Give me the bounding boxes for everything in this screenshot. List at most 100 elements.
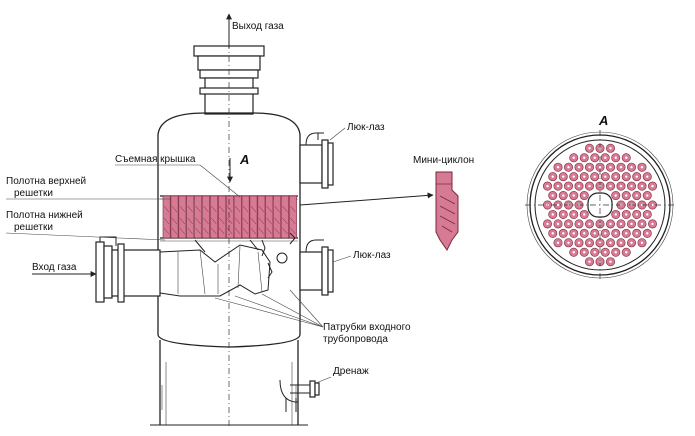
section-cyclone-core xyxy=(583,156,586,159)
cyclone-tube xyxy=(233,195,242,239)
section-cyclone-core xyxy=(598,166,602,169)
section-cyclone-core xyxy=(646,175,649,178)
section-cyclone-core xyxy=(625,232,628,235)
section-cyclone-core xyxy=(651,203,654,207)
cyclone-tube xyxy=(257,195,266,239)
section-cyclone-core xyxy=(572,232,575,235)
section-cyclone-core xyxy=(625,194,628,197)
upper-grid-label-1: Полотна верхней xyxy=(6,176,86,187)
section-cyclone-core xyxy=(651,184,654,188)
section-cyclone-core xyxy=(630,166,633,169)
cyclone-swirl xyxy=(203,205,209,235)
support-details xyxy=(261,232,296,279)
section-cyclone-core xyxy=(556,184,560,188)
cyclone-swirl xyxy=(242,205,249,235)
section-cyclone-core xyxy=(556,203,560,207)
section-cyclone-core xyxy=(562,194,565,197)
section-cyclone-core xyxy=(609,222,612,226)
section-cyclone-core xyxy=(614,251,617,254)
section-cyclone-core xyxy=(609,184,612,188)
section-cyclone-core xyxy=(604,156,607,159)
section-cyclone-core xyxy=(619,241,623,244)
lower-grid-label-2: решетки xyxy=(14,222,53,233)
cyclone-tube xyxy=(225,195,234,239)
section-cyclone-core xyxy=(614,175,617,178)
drain-label: Дренаж xyxy=(333,366,369,377)
section-cyclone-core xyxy=(567,241,570,244)
lower-grid-label-1: Полотна нижней xyxy=(6,210,83,221)
section-cyclone-core xyxy=(640,184,644,188)
section-cyclone-core xyxy=(588,222,591,226)
section-cyclone-core xyxy=(556,222,560,226)
cyclone-swirl xyxy=(266,205,272,235)
cyclone-tube xyxy=(186,195,195,239)
section-cyclone-core xyxy=(546,222,549,226)
section-cyclone-core xyxy=(572,175,575,178)
cyclone-swirl xyxy=(219,205,225,235)
section-cyclone-core xyxy=(593,156,596,159)
section-cyclone-core xyxy=(572,156,575,159)
section-cyclone-core xyxy=(572,251,575,254)
section-cyclone-core xyxy=(604,251,607,254)
cyclone-swirl xyxy=(274,205,280,235)
cyclone-swirl xyxy=(187,205,193,235)
cyclone-tube xyxy=(241,195,250,239)
view-a-section-marker: A xyxy=(598,113,608,128)
cyclone-swirl xyxy=(171,205,178,235)
view-a-marker: A xyxy=(239,152,249,167)
section-cyclone-core xyxy=(635,232,638,235)
cyclone-swirl xyxy=(258,205,264,235)
section-cyclone-core xyxy=(640,241,644,244)
section-cyclone-core xyxy=(551,232,554,235)
cyclone-swirl xyxy=(211,205,217,235)
gas-inlet-nozzle xyxy=(95,236,161,303)
section-cyclone-core xyxy=(609,260,612,263)
section-cyclone-core xyxy=(583,175,586,178)
separator-vessel: A xyxy=(95,13,334,428)
manhole-bottom xyxy=(299,239,334,296)
section-cyclone-core xyxy=(567,166,570,169)
section-cyclone-core xyxy=(635,194,638,197)
section-cyclone-core xyxy=(625,156,628,159)
section-cyclone-core xyxy=(604,175,607,178)
cyclone-tube xyxy=(162,195,171,239)
inlet-pipes-label-1: Патрубки входного xyxy=(323,321,411,333)
cyclone-tube xyxy=(178,195,187,239)
section-cyclone-core xyxy=(609,241,612,244)
section-cyclone-core xyxy=(614,232,617,235)
manhole-top xyxy=(299,132,334,189)
section-cyclone-core xyxy=(635,175,638,178)
section-cyclone-core xyxy=(583,251,586,254)
section-cyclone-core xyxy=(572,213,575,216)
upper-grid-label-2: решетки xyxy=(14,188,53,199)
section-cyclone-core xyxy=(630,241,633,244)
section-cyclone-core xyxy=(556,241,560,244)
section-cyclone-core xyxy=(567,222,570,226)
section-cyclone-core xyxy=(651,222,654,226)
section-cyclone-core xyxy=(572,194,575,197)
section-cyclone-core xyxy=(630,184,633,188)
section-cyclone-core xyxy=(556,166,560,169)
inlet-pipes-label-2: трубопровода xyxy=(323,333,388,345)
section-cyclone-core xyxy=(562,232,565,235)
section-cyclone-core xyxy=(640,166,644,169)
section-cyclone-core xyxy=(546,184,549,188)
gas-inlet-label: Вход газа xyxy=(32,262,77,273)
cyclone-tube xyxy=(265,195,274,239)
section-cyclone-core xyxy=(625,251,628,254)
mini-cyclone-label: Мини-циклон xyxy=(413,155,474,166)
section-cyclone-core xyxy=(588,241,591,244)
section-cyclone-core xyxy=(609,147,612,150)
section-cyclone-core xyxy=(614,156,617,159)
cyclone-tube xyxy=(170,195,179,239)
cyclone-swirl xyxy=(195,205,201,235)
section-cyclone-core xyxy=(583,213,586,216)
cyclone-tube xyxy=(218,195,226,239)
section-cyclone-core xyxy=(567,184,570,188)
section-cyclone-core xyxy=(604,232,607,235)
cyclone-tube xyxy=(202,195,210,239)
section-cyclone-core xyxy=(577,166,581,169)
manhole-top-label: Люк-лаз xyxy=(347,122,385,133)
cyclone-tube xyxy=(194,195,203,239)
